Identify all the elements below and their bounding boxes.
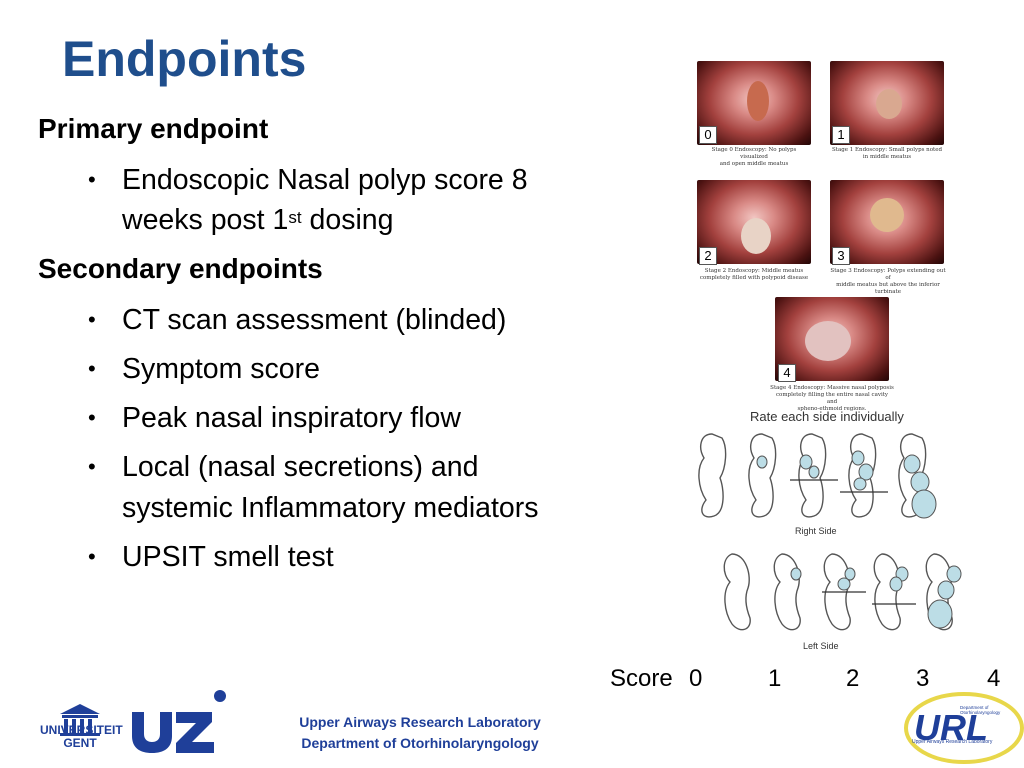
url-wordmark: URL — [914, 707, 988, 748]
bullet-text-line2: systemic Inflammatory mediators — [122, 492, 539, 524]
superscript-st: st — [288, 208, 302, 227]
stage-caption: Stage 4 Endoscopy: Massive nasal polypos… — [770, 385, 894, 413]
stage-number: 4 — [778, 364, 796, 382]
score-label: Score — [610, 665, 673, 692]
bullet-text: UPSIT smell test — [122, 541, 334, 573]
caption-line: completely filling the entire nasal cavi… — [775, 392, 889, 405]
ugent-line1: UNIVERSITEIT — [40, 723, 123, 737]
left-side-label: Left Side — [803, 641, 839, 651]
bullet-text-line1: Endoscopic Nasal polyp score 8 — [122, 164, 528, 196]
score-value-0: 0 — [689, 665, 703, 692]
ugent-line2: GENT — [63, 736, 97, 750]
score-value-3: 3 — [916, 665, 930, 692]
caption-line: Stage 3 Endoscopy: Polyps extending out … — [830, 268, 946, 281]
bullet-text-line2: weeks post 1st dosing — [122, 200, 393, 240]
bullet-marker: • — [88, 356, 96, 381]
ugent-wordmark: UNIVERSITEIT GENT — [40, 723, 123, 750]
bullet-marker: • — [88, 454, 96, 479]
ugent-logo-icon — [60, 704, 100, 736]
caption-line: middle meatus but above the inferior tur… — [836, 282, 940, 295]
caption-line: Stage 4 Endoscopy: Massive nasal polypos… — [770, 385, 894, 391]
stage-caption: Stage 0 Endoscopy: No polyps visualized … — [697, 147, 811, 168]
secondary-endpoints-heading: Secondary endpoints — [38, 253, 323, 284]
bullet-marker: • — [88, 167, 96, 192]
diagram-title: Rate each side individually — [750, 409, 904, 424]
caption-line: spheno-ethmoid regions. — [797, 406, 867, 412]
bullet-marker: • — [88, 405, 96, 430]
stage-caption: Stage 3 Endoscopy: Polyps extending out … — [830, 268, 946, 296]
caption-line: Stage 2 Endoscopy: Middle meatus — [704, 268, 804, 274]
bullet-marker: • — [88, 307, 96, 332]
bullet-text-line1: Local (nasal secretions) and — [122, 451, 479, 483]
url-logo-icon: URL — [904, 692, 1024, 764]
right-side-label: Right Side — [795, 526, 837, 536]
score-value-4: 4 — [987, 665, 1001, 692]
caption-line: completely filled with polypoid disease — [699, 275, 809, 281]
right-side-diagram — [698, 433, 937, 519]
caption-line: in middle meatus — [862, 154, 912, 160]
score-value-2: 2 — [846, 665, 860, 692]
uz-logo-icon — [132, 690, 226, 753]
bullet-marker: • — [88, 544, 96, 569]
line2-pre: weeks post 1 — [122, 204, 289, 236]
slide-title: Endpoints — [62, 31, 307, 87]
url-logo-caption: Upper Airways Research Laboratory — [912, 739, 993, 745]
bullet-text: Peak nasal inspiratory flow — [122, 402, 461, 434]
caption-line: and open middle meatus — [719, 161, 789, 167]
footer-department: Department of Otorhinolaryngology — [301, 735, 539, 751]
stage-caption: Stage 1 Endoscopy: Small polyps noted in… — [830, 147, 944, 161]
left-side-diagram — [723, 553, 962, 631]
stage-number: 0 — [699, 126, 717, 144]
stage-number: 3 — [832, 247, 850, 265]
endoscopy-photo-stage-1 — [830, 61, 944, 145]
stage-number: 2 — [699, 247, 717, 265]
footer-lab-name: Upper Airways Research Laboratory — [299, 714, 541, 730]
bullet-text: Symptom score — [122, 353, 320, 385]
stage-number: 1 — [832, 126, 850, 144]
primary-endpoint-heading: Primary endpoint — [38, 113, 269, 144]
caption-line: Stage 0 Endoscopy: No polyps visualized — [711, 147, 797, 160]
url-logo-dept: Department of Otorhinolaryngology — [960, 705, 1001, 715]
line2-post: dosing — [301, 204, 394, 236]
stage-caption: Stage 2 Endoscopy: Middle meatus complet… — [697, 268, 811, 282]
caption-line: Stage 1 Endoscopy: Small polyps noted — [831, 147, 943, 153]
bullet-text: CT scan assessment (blinded) — [122, 304, 507, 336]
score-value-1: 1 — [768, 665, 782, 692]
